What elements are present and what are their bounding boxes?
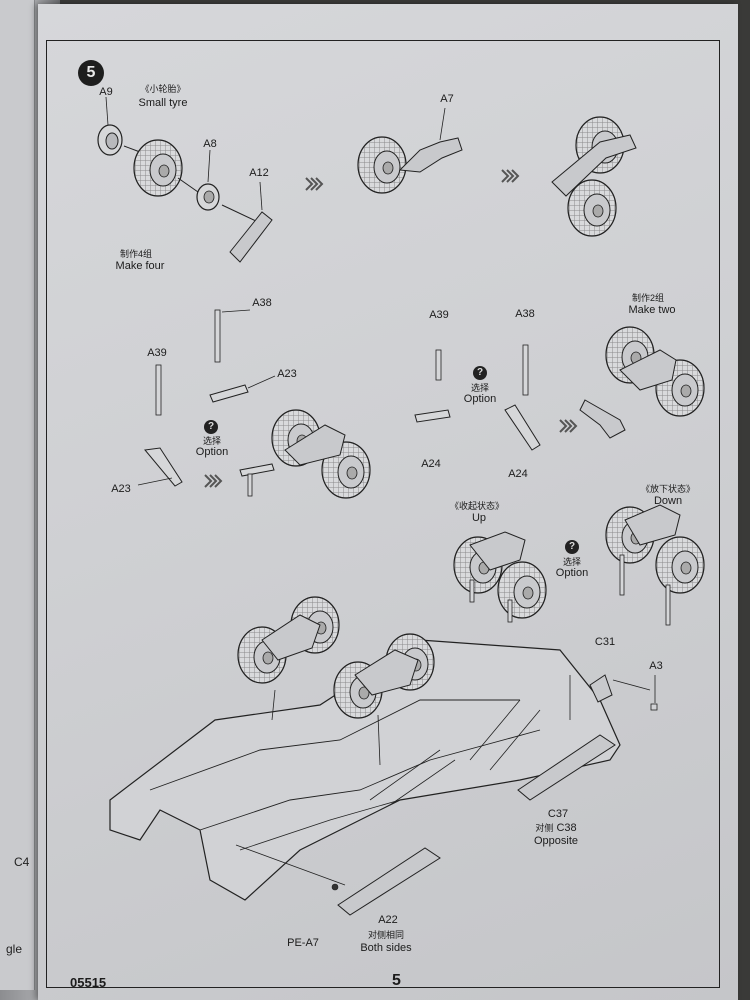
prev-page-fragment: gle [6, 942, 23, 956]
wheel-state-down [605, 504, 705, 626]
step-number-badge: 5 [78, 60, 104, 86]
caption-option-low-cn: 选择 [562, 557, 582, 567]
caption-make-two: Make two [628, 304, 676, 316]
page-number: 5 [392, 972, 401, 989]
part-label-c31: C31 [594, 636, 616, 648]
part-label-a8: A8 [203, 138, 217, 150]
part-label-a12: A12 [249, 167, 269, 179]
caption-small-tyre-cn: 《小轮胎》 [140, 84, 186, 94]
wheel-state-up [453, 531, 547, 623]
caption-both-sides-cn: 对侧相同 [367, 930, 405, 940]
caption-option-mid: Option [463, 393, 497, 405]
step-frame [46, 40, 720, 988]
previous-page-edge: C4 gle [0, 0, 35, 990]
chassis-assembly [109, 596, 658, 916]
caption-option-left-cn: 选择 [202, 436, 222, 446]
caption-up-cn: 《收起状态》 [449, 501, 505, 511]
assembled-wheel-pair [551, 116, 637, 237]
part-label-a39-left: A39 [147, 347, 167, 359]
part-label-a3: A3 [649, 660, 663, 672]
small-tyre-assembly [97, 96, 273, 263]
caption-down: Down [653, 495, 683, 507]
catalog-number: 05515 [70, 975, 107, 990]
part-label-a24-right: A24 [508, 468, 528, 480]
caption-opposite: Opposite [533, 835, 579, 847]
suspension-arm-left [137, 309, 371, 499]
part-label-a23-upper: A23 [277, 368, 297, 380]
part-label-a23-lower: A23 [111, 483, 131, 495]
caption-make-two-cn: 制作2组 [631, 293, 665, 303]
caption-down-cn: 《放下状态》 [640, 484, 696, 494]
part-label-a39-right: A39 [429, 309, 449, 321]
caption-opposite-c38: 对侧 C38 [535, 822, 576, 835]
prev-page-fragment: C4 [14, 855, 30, 869]
caption-option-mid-cn: 选择 [470, 383, 490, 393]
caption-up: Up [471, 512, 487, 524]
suspension-arm-right [414, 326, 705, 451]
part-label-a38-left: A38 [252, 297, 272, 309]
wheel-mount-a7 [357, 107, 463, 194]
option-help-icon: ? [204, 420, 218, 434]
caption-both-sides: Both sides [360, 942, 412, 954]
caption-make-four: Make four [115, 260, 165, 272]
part-label-a9: A9 [99, 86, 113, 98]
caption-make-four-cn: 制作4组 [119, 249, 153, 259]
caption-option-left: Option [195, 446, 229, 458]
part-label-a38-right: A38 [515, 308, 535, 320]
option-help-icon: ? [473, 366, 487, 380]
caption-option-low: Option [555, 567, 589, 579]
caption-opposite-cn: 对侧 [535, 823, 554, 833]
part-label-a7: A7 [440, 93, 454, 105]
option-help-icon: ? [565, 540, 579, 554]
part-label-c37: C37 [547, 808, 569, 820]
part-label-pe-a7: PE-A7 [287, 937, 319, 949]
part-label-a24-left: A24 [421, 458, 441, 470]
part-label-c38: C38 [556, 822, 577, 834]
part-label-a22: A22 [378, 914, 398, 926]
caption-small-tyre: Small tyre [138, 97, 188, 109]
